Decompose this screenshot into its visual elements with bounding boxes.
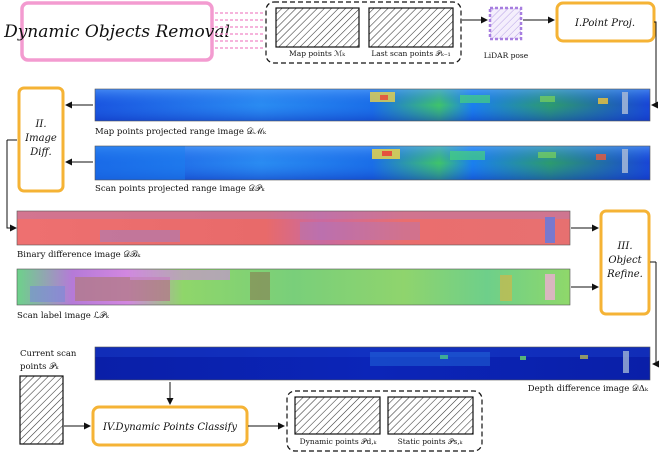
current-scan-block — [19, 375, 64, 445]
stage-object-refine — [599, 209, 651, 316]
last-scan-label: Last scan points 𝒫ₖ₋₁ — [371, 49, 450, 58]
static-points-label: Static points 𝒫s,ₖ — [398, 437, 463, 446]
scan-label-image — [16, 268, 571, 306]
current-scan-label-line1: Current scan — [20, 349, 77, 359]
stage-object-refine-line2: Object — [608, 255, 642, 266]
inputs-group — [265, 1, 462, 64]
stage-point-proj-label: I.Point Proj. — [574, 18, 635, 29]
map-points-block — [275, 7, 360, 48]
map-range-label: Map points projected range image 𝒟ℳₖ — [95, 126, 267, 137]
stage-dynamic-classify-label: IV.Dynamic Points Classify — [102, 422, 237, 433]
title-box — [20, 1, 214, 62]
dynamic-points-label: Dynamic points 𝒫d,ₖ — [300, 437, 377, 446]
static-points-block — [387, 396, 474, 435]
stage-object-refine-line3: Refine. — [606, 269, 643, 280]
title-text: Dynamic Objects Removal — [3, 22, 230, 42]
map-range-image — [94, 88, 651, 122]
current-scan-label-line2: points 𝒫ₖ — [20, 362, 59, 372]
stage-image-diff-line1: II. — [34, 119, 46, 130]
depth-diff-label: Depth difference image 𝒟Δₖ — [528, 384, 649, 394]
stage-image-diff — [17, 86, 65, 193]
binary-diff-image — [16, 210, 571, 246]
stage-dynamic-classify — [91, 405, 249, 447]
arrow-refine-to-depth — [655, 262, 657, 365]
scan-range-label: Scan points projected range image 𝒟𝒫ₖ — [95, 184, 265, 194]
map-points-label: Map points ℳₖ — [289, 49, 345, 58]
lidar-pose-block — [488, 6, 523, 41]
title-connector-lines — [215, 12, 265, 49]
last-scan-block — [368, 7, 454, 48]
stage-image-diff-line3: Diff. — [29, 147, 51, 158]
arrow-diff-to-binary — [6, 140, 17, 232]
stage-object-refine-line1: III. — [616, 241, 632, 252]
dynamic-points-block — [294, 396, 381, 435]
lidar-pose-label: LiDAR pose — [484, 51, 529, 60]
scan-label-label: Scan label image ℒ𝒫ₖ — [17, 311, 110, 321]
scan-range-image — [94, 145, 651, 181]
binary-diff-label: Binary difference image 𝒟ℬₖ — [17, 249, 141, 260]
depth-diff-image — [94, 346, 651, 381]
outputs-group — [286, 390, 483, 452]
stage-image-diff-line2: Image — [24, 133, 57, 144]
